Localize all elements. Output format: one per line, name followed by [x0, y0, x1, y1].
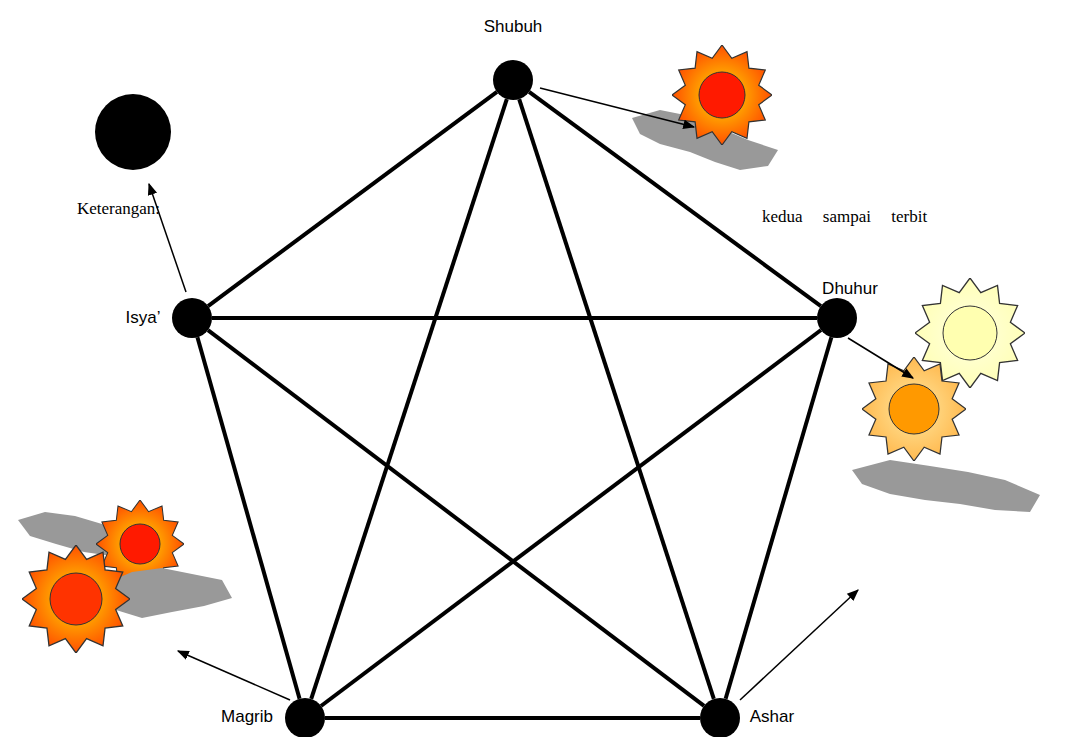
sun-core [120, 524, 160, 564]
sun-core [50, 573, 102, 625]
graph-edge [311, 99, 507, 699]
graph-edge [726, 337, 832, 699]
leader-arrow [740, 590, 858, 700]
vertex-label: Shubuh [484, 17, 543, 37]
graph-edge [529, 92, 821, 306]
vertex-label: Dhuhur [822, 279, 878, 299]
leader-arrow [178, 651, 290, 700]
graph-edge [212, 316, 817, 320]
vertex-label: Isya’ [126, 308, 161, 328]
vertex-dot: Shubuh [493, 60, 533, 100]
graph-edge [197, 337, 299, 699]
vertex-dot: Magrib [285, 698, 325, 737]
note-text: kedua sampai terbit [762, 207, 927, 227]
leader-arrow [848, 338, 913, 378]
sun-core [943, 306, 997, 360]
sun-icon [672, 45, 772, 145]
vertex-label: Ashar [750, 707, 794, 727]
shadow [852, 460, 1040, 512]
graph-edge [208, 330, 704, 706]
vertex-dot: Isya’ [172, 298, 212, 338]
leader-arrow [540, 88, 694, 127]
sun-icon [862, 357, 966, 461]
shadow [104, 568, 232, 618]
note-text: Keterangan: [77, 199, 160, 219]
sun-core [889, 384, 939, 434]
graph-edge [325, 716, 700, 720]
vertex-label: Magrib [221, 707, 273, 727]
vertex-dot: Ashar [700, 698, 740, 737]
sun-core [699, 72, 745, 118]
sun-icon [22, 545, 130, 653]
night-circle [95, 94, 171, 170]
graph-edge [519, 99, 714, 699]
graph-edge [321, 330, 821, 706]
graph-edge [208, 92, 497, 306]
vertex-dot: Dhuhur [817, 298, 857, 338]
